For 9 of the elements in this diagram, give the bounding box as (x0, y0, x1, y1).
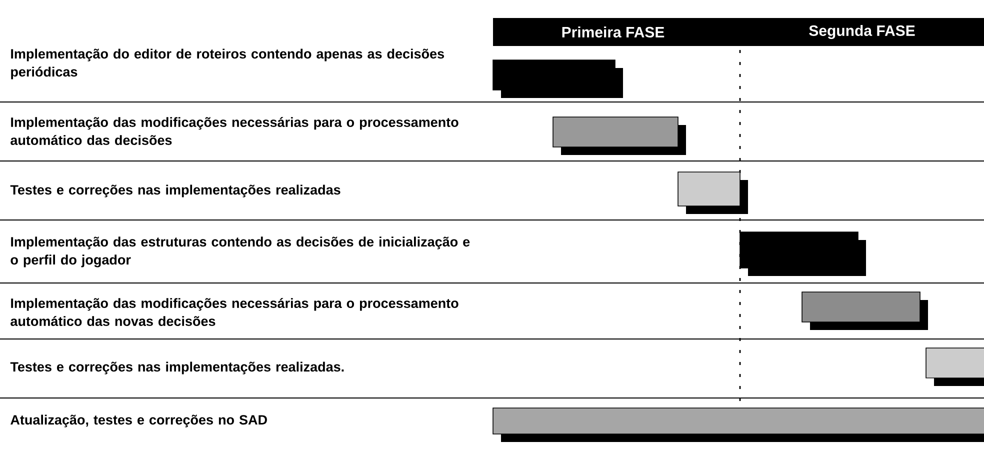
phase-header: Segunda FASE (809, 24, 915, 40)
task-label: Atualização, testes e correções no SAD (10, 414, 267, 428)
task-label: Testes e correções nas implementações realizadas (10, 184, 340, 198)
phase-header: Primeira FASE (562, 26, 664, 38)
task-label: Testes e correções nas implementações realizadas. (10, 362, 344, 374)
task-label: Implementação das estruturas contendo as decisões de inicialização e o perfil do jogador (10, 236, 470, 268)
task-label: Implementação das modificações necessárias para o processamento automático das decisões (10, 116, 458, 145)
task-label: Implementação do editor de roteiros contendo apenas as decisões periódicas (11, 48, 444, 80)
task-label: Implementação das modificações necessárias para o processamento automático das novas decisões (10, 298, 458, 326)
